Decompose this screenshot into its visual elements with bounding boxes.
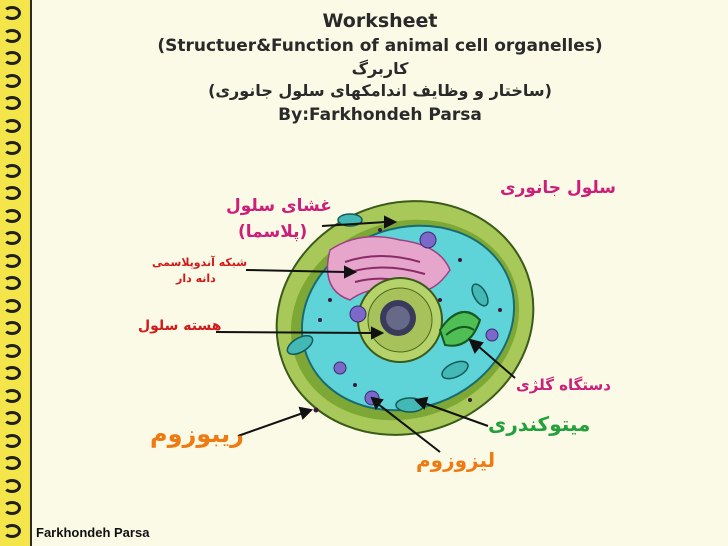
persian-subtitle: (ساختار و وظایف اندامکهای سلول جانوری) (208, 81, 552, 100)
binder-ring (3, 186, 21, 200)
binder-ring (3, 523, 21, 538)
binder-ring (3, 276, 21, 290)
worksheet-subtitle: (Structuer&Function of animal cell organ… (157, 35, 603, 56)
binder-ring (3, 321, 21, 335)
binder-ring (3, 28, 21, 43)
binder-ring (3, 298, 21, 313)
worksheet-header: Worksheet (Structuer&Function of animal … (32, 10, 728, 126)
binder-ring (3, 343, 21, 358)
label-mitochondria: میتوکندری (488, 412, 591, 436)
author-line: By:Farkhondeh Parsa (278, 105, 482, 125)
binder-ring (3, 501, 21, 515)
binder-ring (3, 411, 21, 425)
binder-ring (3, 163, 21, 178)
label-nucleus: هسته سلول (138, 318, 222, 334)
label-rough-er-1: شبکه آندوپلاسمی (152, 256, 248, 269)
label-plasma: (پلاسما) (238, 222, 308, 242)
binder-ring (3, 6, 21, 20)
binder-ring (3, 96, 21, 110)
pointer-arrows (215, 215, 516, 453)
label-cell-membrane: غشای سلول (226, 196, 332, 216)
ribosomes (313, 228, 502, 413)
label-animal-cell: سلول جانوری (500, 178, 617, 198)
binder-spine (0, 0, 32, 546)
binder-ring (3, 208, 21, 223)
golgi-apparatus (438, 311, 482, 347)
binder-ring (3, 433, 21, 448)
label-rough-er-2: دانه دار (176, 272, 216, 285)
mitochondria-group (286, 213, 489, 413)
binder-ring (3, 366, 21, 380)
label-ribosome: ریبوزوم (150, 420, 244, 448)
binder-ring (3, 51, 21, 65)
binder-ring (3, 118, 21, 133)
persian-title: کاربرگ (351, 59, 409, 78)
binder-ring (3, 73, 21, 88)
binder-ring (3, 388, 21, 403)
label-lysosome: لیزوزوم (416, 448, 496, 472)
footer-author: Farkhondeh Parsa (36, 525, 150, 540)
worksheet-title: Worksheet (322, 10, 438, 32)
binder-ring (3, 141, 21, 155)
binder-ring (3, 478, 21, 493)
binder-ring (3, 456, 21, 470)
binder-ring (3, 231, 21, 245)
nucleolus-center (386, 306, 410, 330)
label-golgi: دستگاه گلژی (516, 376, 611, 394)
binder-ring (3, 253, 21, 268)
